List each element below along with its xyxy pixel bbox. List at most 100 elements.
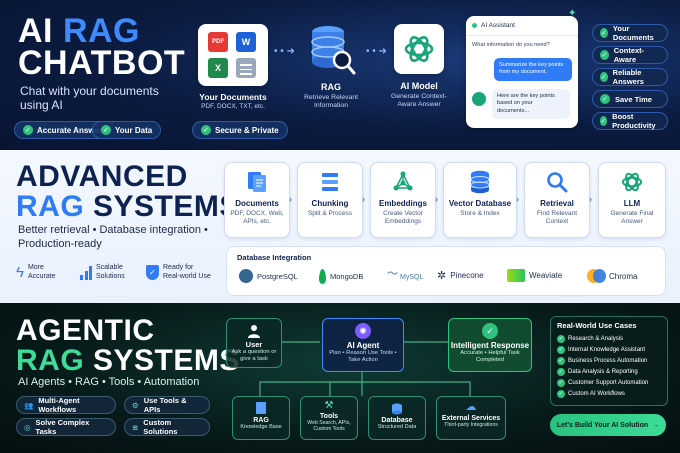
chat-bot-message: Here are the key points based on your do… (492, 89, 570, 119)
use-cases-panel: Real-World Use Cases ✓Research & Analysi… (550, 316, 668, 406)
advanced-title-line1: ADVANCED (16, 160, 188, 193)
database-integration-panel: Database Integration PostgreSQL MongoDB … (226, 246, 666, 296)
check-icon: ✓ (101, 125, 111, 135)
pill-custom-solutions: ≋Custom Solutions (124, 418, 210, 436)
document-icon (256, 402, 266, 414)
brain-icon: ✺ (355, 323, 371, 339)
db-mongodb: MongoDB (319, 269, 363, 284)
online-dot-icon (472, 23, 477, 28)
chat-user-message: Summarize the key points from my documen… (494, 58, 572, 81)
ai-agent-box: ✺ AI Agent Plan • Reason Use Tools • Tak… (322, 318, 404, 372)
pill-complex-tasks: ◎Solve Complex Tasks (16, 418, 116, 436)
excel-file-icon: X (208, 58, 228, 78)
arrow-icon: › (362, 194, 365, 204)
feature-list: ✓Your Documents ✓Context-Aware ✓Reliable… (592, 24, 668, 130)
feature-item: ✓Reliable Answers (592, 68, 668, 86)
cta-build-solution-button[interactable]: Let's Build Your AI Solution→ (550, 414, 666, 436)
feature-item: ✓Save Time (592, 90, 668, 108)
arrow-icon: › (516, 194, 519, 204)
use-case-item: ✓Custom AI Workflows (557, 389, 625, 398)
gear-icon: ⚙ (132, 400, 139, 410)
use-case-item: ✓Business Process Automation (557, 356, 648, 365)
tool-database-box: Database Structured Data (368, 396, 426, 440)
use-case-item: ✓Research & Analysis (557, 334, 624, 343)
database-icon (391, 402, 403, 415)
check-icon: ✓ (23, 125, 33, 135)
pill-multi-agent: 👥Multi-Agent Workflows (16, 396, 116, 414)
arrow-icon: • • ➜ (366, 46, 387, 57)
feature-item: ✓Context-Aware (592, 46, 668, 64)
pill-use-tools: ⚙Use Tools & APIs (124, 396, 210, 414)
db-chroma: Chroma (587, 269, 637, 283)
lightning-icon: ϟ (16, 264, 24, 282)
db-weaviate: Weaviate (507, 269, 562, 282)
badge-your-data: ✓Your Data (92, 121, 162, 139)
documents-sub: PDF, DOCX, TXT, etc. (201, 103, 265, 110)
documents-icon (244, 169, 270, 195)
use-case-item: ✓Internal Knowledge Assistant (557, 345, 646, 354)
documents-card: PDF W X (198, 24, 268, 86)
intelligent-response-box: ✓ Intelligent Response Accurate • Helpfu… (448, 318, 532, 372)
flow-connectors (259, 341, 471, 396)
use-case-item: ✓Customer Support Automation (557, 378, 649, 387)
hero-title-line1: AI RAG (18, 12, 141, 50)
text-file-icon (236, 58, 256, 78)
user-box: User Ask a question or give a task (226, 318, 282, 368)
users-icon: 👥 (24, 400, 34, 410)
db-postgresql: PostgreSQL (239, 269, 298, 283)
tool-rag-box: RAG Knowledge Base (232, 396, 290, 440)
rag-title: RAG (321, 82, 341, 92)
chat-header-title: AI Assistant (481, 22, 515, 29)
openai-logo-icon (619, 169, 645, 195)
postgresql-logo-icon (239, 269, 253, 283)
advanced-title-line2: RAG SYSTEMS (16, 190, 240, 223)
openai-logo-icon (404, 36, 434, 62)
user-icon (247, 324, 261, 338)
use-cases-title: Real-World Use Cases (557, 321, 637, 330)
cloud-icon: ☁ (465, 401, 477, 413)
advanced-bullets: Better retrieval • Database integration … (18, 224, 208, 251)
network-icon (390, 169, 416, 195)
agentic-title-line1: AGENTIC (16, 314, 155, 347)
agentic-bullets: AI Agents • RAG • Tools • Automation (18, 376, 200, 388)
word-file-icon: W (236, 32, 256, 52)
arrow-icon: › (289, 194, 292, 204)
agentic-title-line2: RAG SYSTEMS (16, 344, 240, 377)
documents-title: Your Documents (199, 92, 267, 102)
database-integration-label: Database Integration (237, 253, 312, 262)
rag-database-icon (308, 24, 356, 76)
ai-model-title: AI Model (400, 81, 438, 91)
chat-question: What information do you need? (472, 42, 550, 48)
hero-title-line2: CHATBOT (18, 44, 186, 82)
magnifier-icon (544, 169, 570, 195)
layers-icon: ≋ (132, 422, 139, 432)
weaviate-logo-icon (507, 269, 525, 282)
tool-tools-box: ⚒ Tools Web Search, APIs, Custom Tools (300, 396, 358, 440)
feature-item: ✓Boost Productivity (592, 112, 668, 130)
feature-item: ✓Your Documents (592, 24, 668, 42)
check-icon: ✓ (201, 125, 211, 135)
chroma-logo-icon (587, 269, 606, 283)
mongodb-leaf-icon (319, 269, 326, 284)
chat-header: AI Assistant (466, 16, 578, 36)
arrow-icon: › (589, 194, 592, 204)
rag-sub: Retrieve Relevant Information (303, 94, 359, 110)
mysql-dolphin-icon: 〜 (387, 268, 398, 280)
chat-window: AI Assistant What information do you nee… (466, 16, 578, 128)
hero-subtitle: Chat with your documents using AI (20, 84, 159, 113)
badge-secure: ✓Secure & Private (192, 121, 288, 139)
wrench-icon: ⚒ (324, 400, 334, 411)
pinecone-logo-icon: ✲ (437, 270, 447, 282)
ai-model-card (394, 24, 444, 74)
use-case-item: ✓Data Analysis & Reporting (557, 367, 638, 376)
sparkle-icon: ✦ (568, 8, 577, 19)
ai-model-sub: Generate Context-Aware Answer (391, 93, 447, 109)
